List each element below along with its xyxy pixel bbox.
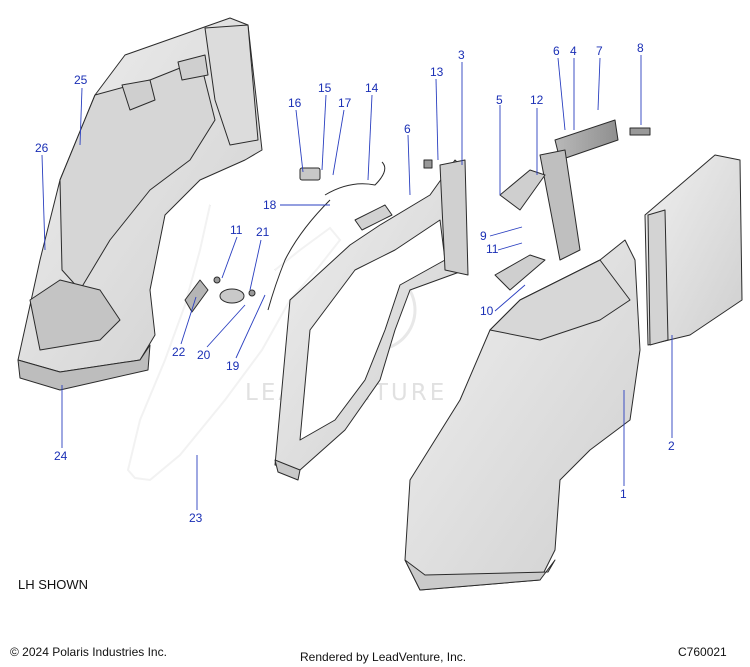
callout-24: 24 [54,449,68,463]
callout-25: 25 [74,73,88,87]
callout-4: 4 [570,44,577,58]
callout-labels: 1 2 3 4 5 6 6 7 8 9 10 11 11 12 13 14 15… [35,41,675,525]
latch-cable [267,161,393,311]
callout-2: 2 [668,439,675,453]
callout-23: 23 [189,511,203,525]
callout-17: 17 [338,96,352,110]
callout-5: 5 [496,93,503,107]
leader-lines [41,55,673,510]
rendered-by-notice: Rendered by LeadVenture, Inc. [300,650,467,664]
callout-6-mid: 6 [404,122,411,136]
callout-7: 7 [596,44,603,58]
door-frame [274,159,469,481]
callout-11-right: 11 [486,242,499,256]
callout-6-top: 6 [553,44,560,58]
callout-10: 10 [480,304,494,318]
callout-22: 22 [172,345,186,359]
callout-13: 13 [430,65,444,79]
small-outer-panel [644,154,743,346]
callout-26: 26 [35,141,49,155]
callout-1: 1 [620,487,627,501]
callout-18: 18 [263,198,277,212]
hinge-assembly [423,119,651,291]
door-seal [126,204,342,482]
callout-12: 12 [530,93,544,107]
callout-15: 15 [318,81,332,95]
callout-14: 14 [365,81,379,95]
callout-9: 9 [480,229,487,243]
outer-door-panel [404,239,641,591]
inner-door-panel [17,17,263,391]
copyright-notice: © 2024 Polaris Industries Inc. [10,645,167,659]
callout-21: 21 [256,225,270,239]
callout-8: 8 [637,41,644,55]
callout-19: 19 [226,359,240,373]
callout-11-left: 11 [230,223,243,237]
callout-16: 16 [288,96,302,110]
latch-hardware [184,276,256,313]
view-note: LH SHOWN [18,577,89,592]
callout-20: 20 [197,348,211,362]
callout-3: 3 [458,48,465,62]
drawing-id: C760021 [678,645,727,659]
